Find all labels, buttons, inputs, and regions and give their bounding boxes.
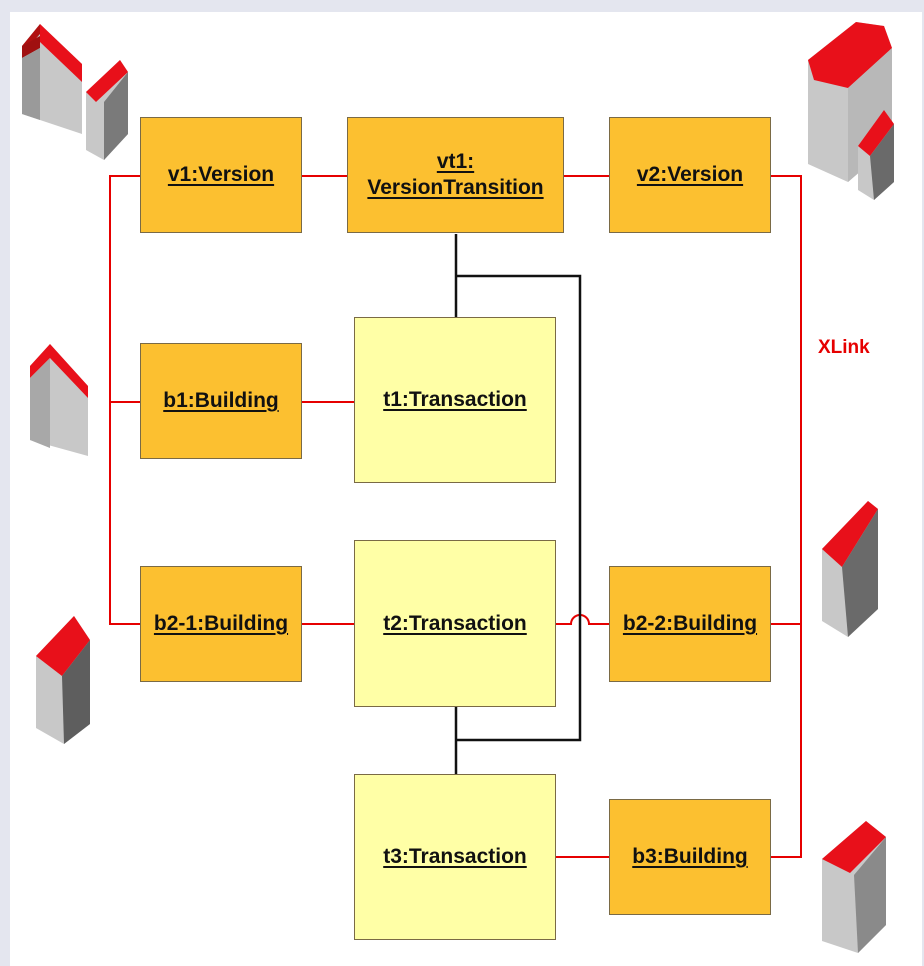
house-icon [22, 24, 82, 134]
house-icon [36, 616, 90, 744]
t1-transaction-node: t1:Transaction [354, 317, 556, 483]
diagram-canvas: v1:Version vt1: VersionTransition v2:Ver… [10, 12, 922, 966]
b1-building-label: b1:Building [163, 389, 279, 412]
link-t2-b22 [556, 614, 609, 625]
b21-building-node: b2-1:Building [140, 566, 302, 682]
b22-building-label: b2-2:Building [622, 612, 758, 635]
transaction-chain [454, 234, 582, 774]
b3-building-node: b3:Building [609, 799, 771, 915]
v1-version-node: v1:Version [140, 117, 302, 233]
xlink-right-bus [771, 175, 802, 858]
tall-house-icon [822, 501, 878, 637]
t2-transaction-node: t2:Transaction [354, 540, 556, 707]
t2-transaction-label: t2:Transaction [383, 611, 527, 635]
b3-building-label: b3:Building [632, 845, 748, 868]
vt1-versiontransition-node: vt1: VersionTransition [347, 117, 564, 233]
b21-building-label: b2-1:Building [153, 612, 289, 635]
t3-transaction-label: t3:Transaction [383, 845, 527, 868]
vt1-label-line1: vt1: [436, 150, 475, 173]
t3-transaction-node: t3:Transaction [354, 774, 556, 940]
house-icon [822, 821, 886, 953]
xlink-label: XLink [818, 337, 870, 358]
house-icon [86, 60, 128, 160]
b22-building-node: b2-2:Building [609, 566, 771, 682]
connector-lines [109, 175, 802, 858]
castle-icon [808, 22, 894, 200]
t1-transaction-label: t1:Transaction [383, 388, 527, 411]
house-icon [30, 344, 88, 456]
xlink-left-bus [109, 175, 140, 625]
v1-version-label: v1:Version [167, 163, 275, 186]
v2-version-node: v2:Version [609, 117, 771, 233]
v2-version-label: v2:Version [636, 163, 744, 186]
b1-building-node: b1:Building [140, 343, 302, 459]
vt1-label-line2: VersionTransition [367, 176, 544, 199]
